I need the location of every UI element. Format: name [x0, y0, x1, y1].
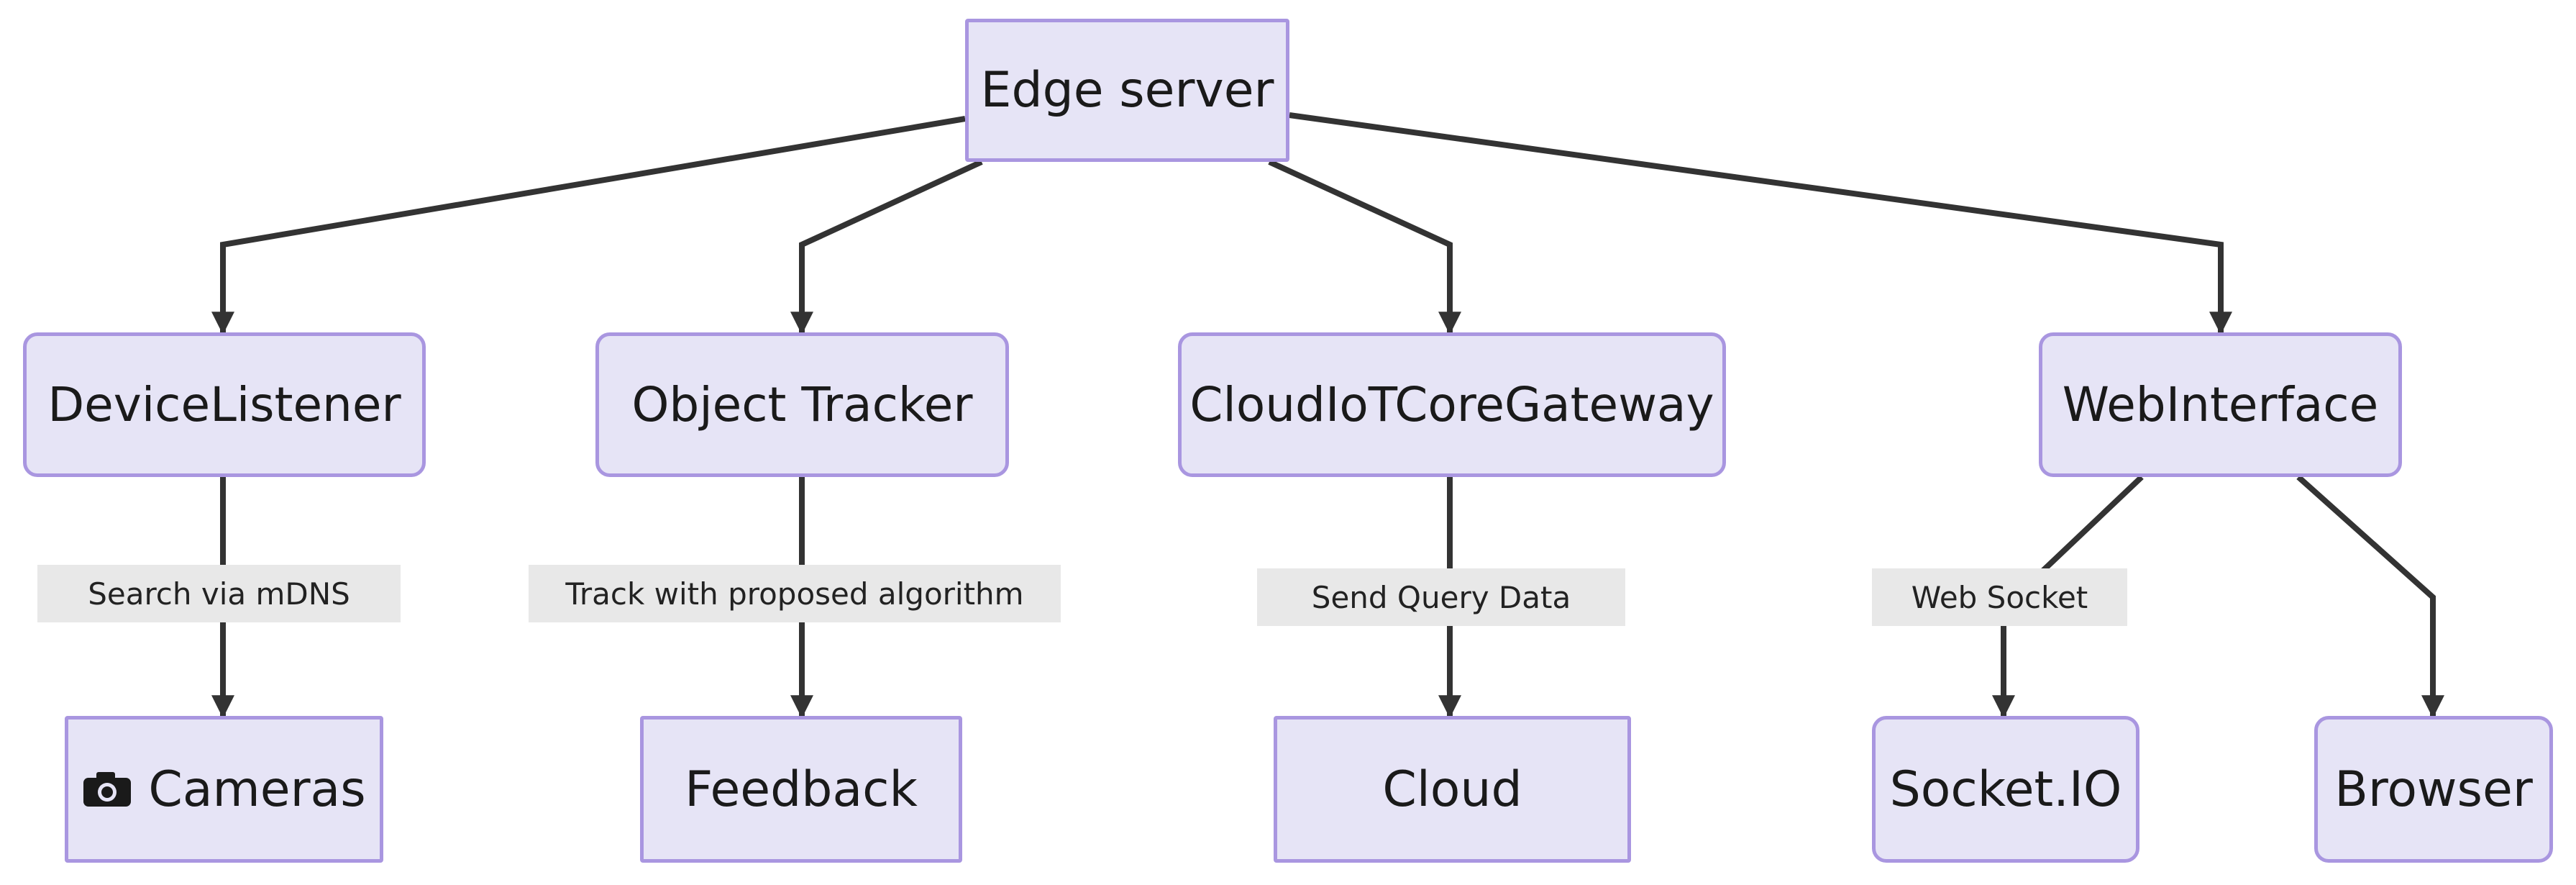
- node-device-listener-label: DeviceListener: [47, 377, 401, 432]
- node-object-tracker-label: Object Tracker: [631, 377, 973, 432]
- node-feedback-label: Feedback: [685, 761, 918, 818]
- edge-server-to-objecttracker: [790, 159, 983, 335]
- webinterface-to-browser: [2296, 475, 2444, 719]
- edge-server-to-webinterface: [1289, 112, 2232, 335]
- edge-label-send-query: Send Query Data: [1257, 568, 1625, 626]
- node-cloud-gateway-label: CloudIoTCoreGateway: [1189, 377, 1714, 432]
- node-cloud-gateway: CloudIoTCoreGateway: [1178, 332, 1726, 477]
- node-web-interface: WebInterface: [2039, 332, 2402, 477]
- edge-label-track-algorithm: Track with proposed algorithm: [529, 565, 1061, 622]
- node-socket-io-label: Socket.IO: [1889, 761, 2122, 818]
- node-browser: Browser: [2314, 716, 2553, 863]
- node-browser-label: Browser: [2334, 761, 2533, 818]
- edge-server-to-devicelistener: [211, 116, 966, 335]
- node-cloud-label: Cloud: [1382, 761, 1522, 818]
- node-device-listener: DeviceListener: [23, 332, 426, 477]
- camera-icon: [83, 772, 132, 807]
- node-edge-server-label: Edge server: [980, 62, 1274, 119]
- node-socket-io: Socket.IO: [1872, 716, 2139, 863]
- node-cameras: Cameras: [65, 716, 383, 863]
- node-cameras-label: Cameras: [148, 761, 366, 818]
- node-web-interface-label: WebInterface: [2062, 377, 2379, 432]
- node-cloud: Cloud: [1274, 716, 1631, 863]
- node-edge-server: Edge server: [965, 19, 1289, 162]
- edge-label-search-mdns: Search via mDNS: [37, 565, 401, 622]
- node-object-tracker: Object Tracker: [595, 332, 1009, 477]
- edge-label-web-socket: Web Socket: [1872, 568, 2127, 626]
- edge-server-to-cloudgateway: [1268, 159, 1461, 335]
- node-feedback: Feedback: [640, 716, 962, 863]
